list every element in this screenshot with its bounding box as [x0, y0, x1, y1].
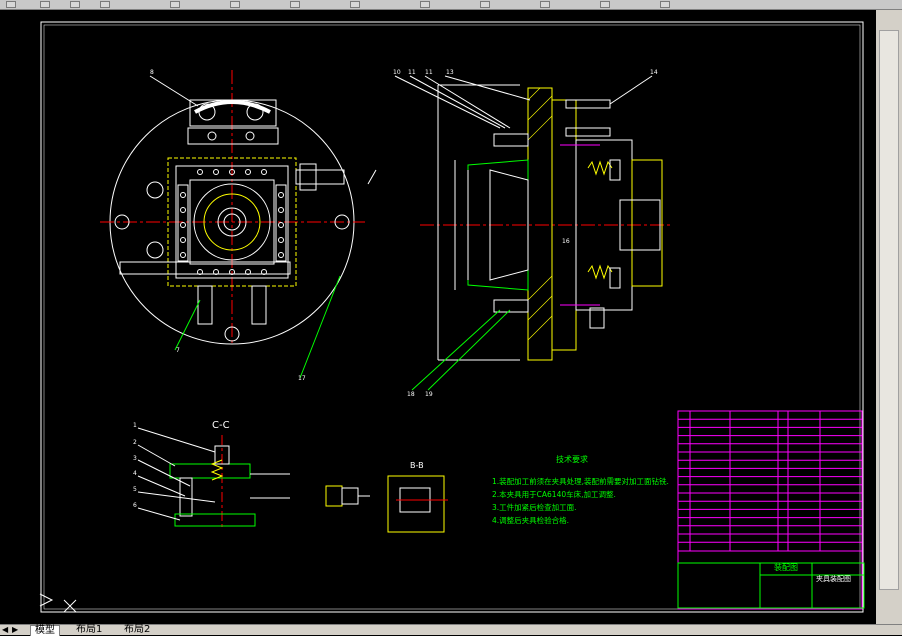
- toolbar-button[interactable]: [230, 1, 240, 8]
- tab-prev-arrow-icon[interactable]: ▶: [12, 625, 19, 634]
- inner-frame: [43, 24, 861, 610]
- detail-views: B-B: [325, 461, 448, 533]
- technical-requirements: 技术要求 1.装配加工前须在夹具处理,装配前需要对加工面钻铣. 2.本夹具用于C…: [492, 454, 669, 525]
- tech-title: 技术要求: [556, 454, 588, 464]
- toolbar-button[interactable]: [540, 1, 550, 8]
- balloon-number: 3: [133, 455, 137, 462]
- vertical-scrollbar[interactable]: [876, 10, 902, 624]
- balloon-number: 19: [425, 391, 433, 398]
- drawing-canvas[interactable]: C-C B-B 技术要求 1.装配加工前须在夹具处理,装配前需要对加工面钻铣. …: [0, 10, 876, 624]
- balloon-number: 7: [176, 347, 180, 354]
- ucs-icon: [39, 593, 77, 613]
- balloon-number: 6: [133, 502, 137, 509]
- title-drawing-name: 装配图: [774, 562, 798, 572]
- cad-drawing: C-C B-B 技术要求 1.装配加工前须在夹具处理,装配前需要对加工面钻铣. …: [39, 21, 865, 613]
- balloon-number: 11: [425, 69, 433, 76]
- balloon-number: 16: [562, 238, 570, 245]
- toolbar-button[interactable]: [290, 1, 300, 8]
- toolbar-button[interactable]: [660, 1, 670, 8]
- outer-frame: [40, 21, 864, 613]
- tab-model[interactable]: 模型: [30, 625, 60, 636]
- scrollbar-thumb[interactable]: [879, 30, 899, 590]
- tab-first-arrow-icon[interactable]: ◀: [2, 625, 9, 634]
- title-part-name: 夹具装配图: [816, 574, 851, 583]
- balloon-number: 14: [650, 69, 658, 76]
- layout-tab-bar: ◀ ▶ 模型 布局1 布局2: [0, 624, 902, 636]
- balloon-number: 18: [407, 391, 415, 398]
- tech-item: 4.调整后夹具检验合格.: [492, 515, 569, 525]
- parts-list-table: [677, 410, 863, 552]
- tech-item: 3.工件加紧后检查加工面.: [492, 502, 577, 512]
- tab-layout1[interactable]: 布局1: [76, 624, 103, 635]
- balloon-number: 17: [298, 375, 306, 382]
- balloon-number: 2: [133, 439, 137, 446]
- tech-item: 2.本夹具用于CA6140车床,加工调整.: [492, 489, 616, 499]
- balloon-number: 1: [133, 422, 137, 429]
- toolbar-button[interactable]: [6, 1, 16, 8]
- section-cc-label: C-C: [212, 420, 230, 431]
- toolbar-button[interactable]: [100, 1, 110, 8]
- section-view: [394, 75, 670, 391]
- section-cc-view: C-C: [137, 420, 290, 530]
- balloon-number: 8: [150, 69, 154, 76]
- toolbar-button[interactable]: [480, 1, 490, 8]
- plan-view: [100, 70, 377, 379]
- balloon-number: 4: [133, 470, 137, 477]
- balloon-number: 5: [133, 486, 137, 493]
- title-block: 装配图 夹具装配图: [677, 550, 865, 610]
- toolbar-button[interactable]: [350, 1, 360, 8]
- section-bb-label: B-B: [410, 461, 424, 470]
- top-toolbar: [0, 0, 902, 10]
- tech-item: 1.装配加工前须在夹具处理,装配前需要对加工面钻铣.: [492, 476, 669, 486]
- tab-layout2[interactable]: 布局2: [124, 624, 151, 635]
- balloon-number: 10: [393, 69, 401, 76]
- toolbar-button[interactable]: [70, 1, 80, 8]
- balloon-number: 11: [408, 69, 416, 76]
- balloon-number: 13: [446, 69, 454, 76]
- toolbar-button[interactable]: [170, 1, 180, 8]
- toolbar-button[interactable]: [600, 1, 610, 8]
- toolbar-button[interactable]: [40, 1, 50, 8]
- toolbar-button[interactable]: [420, 1, 430, 8]
